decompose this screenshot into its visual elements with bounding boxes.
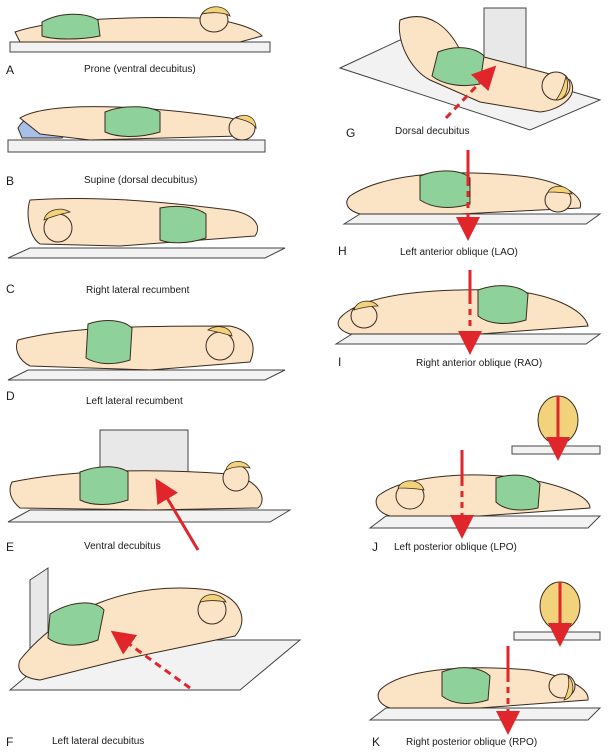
panel-c-figure — [7, 197, 286, 259]
shorts-a — [41, 13, 101, 40]
panel-i-caption: Right anterior oblique (RAO) — [416, 358, 543, 369]
table-i — [334, 333, 602, 345]
panel-d-letter: D — [6, 389, 15, 403]
panel-g-figure — [338, 7, 602, 131]
table-a — [9, 41, 271, 53]
panel-c-caption: Right lateral recumbent — [86, 285, 190, 296]
table-k-small — [513, 631, 601, 641]
table-e — [7, 509, 292, 523]
shorts-i — [477, 285, 529, 324]
panel-e-figure — [7, 429, 292, 551]
panel-k-letter: K — [372, 735, 381, 749]
panel-i-letter: I — [338, 355, 342, 369]
shorts-d — [85, 320, 133, 365]
table-b — [7, 139, 266, 153]
table-d — [7, 369, 286, 381]
panel-h-figure — [342, 150, 602, 241]
hair-a — [201, 6, 231, 17]
table-c — [7, 247, 286, 259]
shorts-h — [419, 170, 471, 208]
panel-c-letter: C — [6, 282, 15, 296]
table-k — [368, 707, 602, 721]
panel-e-caption: Ventral decubitus — [84, 541, 161, 552]
table-j-small — [511, 445, 601, 455]
panel-f-letter: F — [6, 735, 14, 749]
panel-b-letter: B — [6, 174, 15, 188]
panel-h-caption: Left anterior oblique (LAO) — [400, 247, 518, 258]
shorts-e — [79, 466, 129, 505]
panel-k-figure — [368, 581, 602, 735]
panel-d-caption: Left lateral recumbent — [86, 396, 183, 407]
panel-f-figure — [8, 567, 302, 691]
panel-h-letter: H — [338, 244, 347, 258]
panel-i-figure — [334, 270, 602, 355]
head-d — [205, 331, 235, 361]
panel-a-letter: A — [6, 63, 15, 77]
xray-arrow-e — [155, 478, 200, 551]
panel-j-figure — [368, 395, 602, 539]
panel-b-figure — [7, 106, 266, 153]
shorts-g — [431, 47, 485, 87]
shorts-c — [159, 205, 207, 244]
panel-b-caption: Supine (dorsal decubitus) — [84, 175, 198, 186]
panel-g-letter: G — [346, 126, 356, 140]
xray-arrow-f — [110, 630, 191, 690]
panel-f-caption: Left lateral decubitus — [52, 736, 145, 747]
panel-g-caption: Dorsal decubitus — [395, 126, 470, 137]
shorts-k — [441, 667, 491, 704]
shorts-j — [495, 474, 541, 511]
panel-a-caption: Prone (ventral decubitus) — [84, 64, 196, 75]
table-h — [342, 213, 602, 225]
xray-arrow-g — [444, 65, 497, 120]
panel-j-caption: Left posterior oblique (LPO) — [394, 542, 517, 553]
table-j — [368, 515, 602, 529]
panel-j-letter: J — [372, 540, 378, 554]
panel-a-figure — [9, 6, 271, 53]
shorts-b — [104, 106, 161, 137]
shorts-f — [47, 602, 105, 646]
panel-e-letter: E — [6, 540, 15, 554]
panel-d-figure — [7, 320, 286, 381]
panel-k-caption: Right posterior oblique (RPO) — [406, 737, 538, 748]
